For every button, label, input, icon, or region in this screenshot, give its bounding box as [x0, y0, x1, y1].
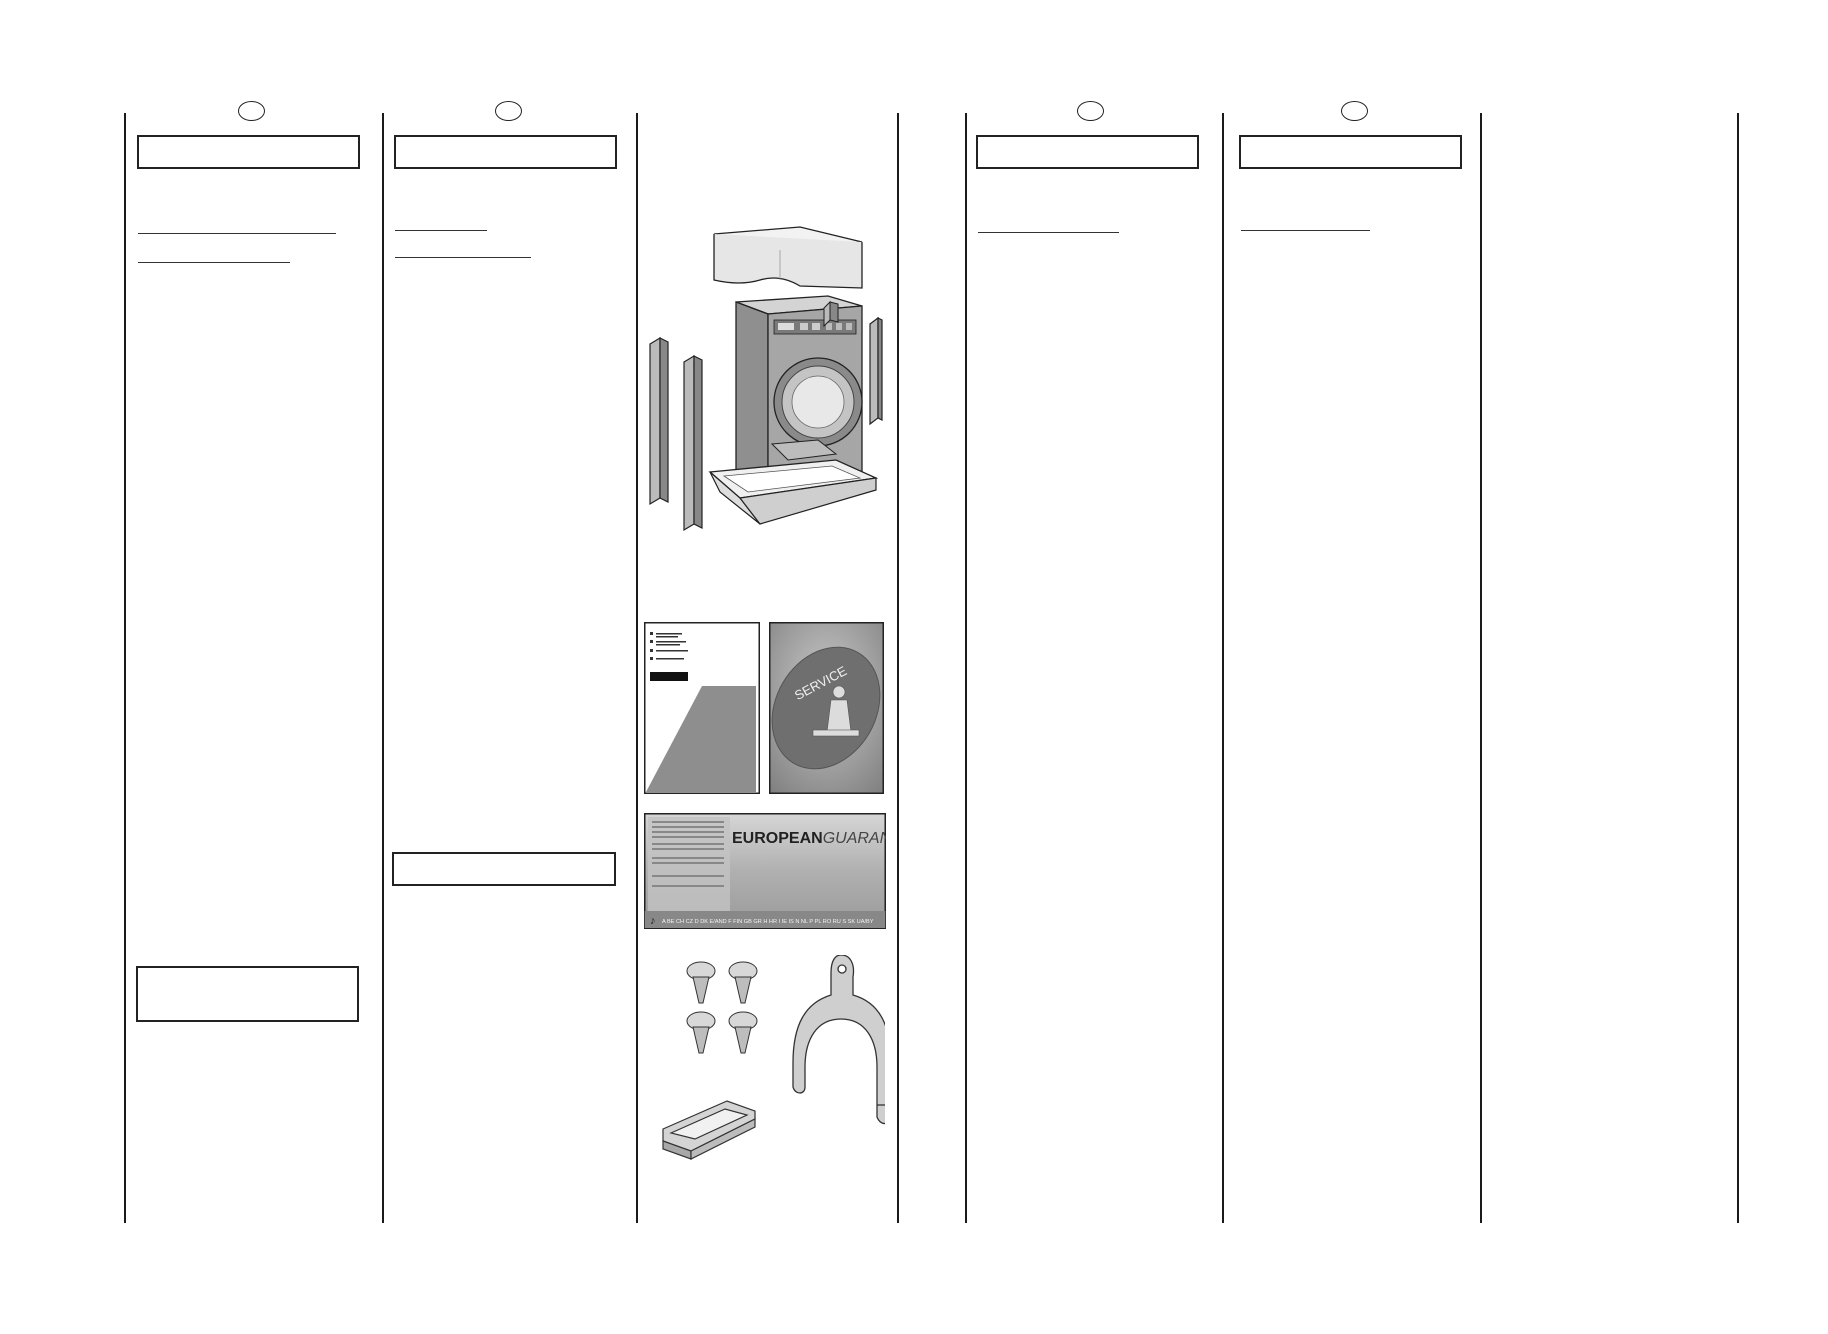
heading-underline-col-2a	[395, 230, 487, 231]
language-marker-col-5	[1341, 101, 1368, 121]
guarantee-brand-light: GUARANTEE	[823, 830, 886, 847]
section-header-box-col-2-lower	[392, 852, 616, 886]
column-divider-7	[1480, 113, 1482, 1223]
language-marker-col-2	[495, 101, 522, 121]
column-divider-1	[124, 113, 126, 1223]
technician-figure-icon	[812, 685, 860, 737]
note-box-col-1	[136, 966, 359, 1022]
language-marker-col-4	[1077, 101, 1104, 121]
hose-bracket-icon	[792, 955, 885, 1125]
accessories-illustration	[662, 955, 885, 1160]
heading-underline-col-1b	[138, 262, 290, 263]
washing-machine-body	[735, 295, 863, 494]
heading-underline-col-5	[1241, 230, 1370, 231]
svg-text:EUROPEANGUARANTEE: EUROPEANGUARANTEE	[732, 830, 886, 847]
section-header-box-col-1	[137, 135, 360, 169]
section-header-box-col-5	[1239, 135, 1462, 169]
heading-underline-col-2b	[395, 257, 531, 258]
detergent-tray-icon	[662, 1100, 756, 1160]
adjustable-feet-icon	[686, 961, 758, 1054]
heading-underline-col-4	[978, 232, 1119, 233]
service-booklet-illustration: SERVICE	[769, 622, 884, 794]
guarantee-country-codes: A BE CH CZ D DK E/AND F FIN GB GR H HR I…	[662, 919, 874, 925]
section-header-box-col-4	[976, 135, 1199, 169]
svg-text:♪: ♪	[650, 915, 656, 927]
section-header-box-col-2	[394, 135, 617, 169]
base-plinth-frame	[708, 459, 879, 525]
european-guarantee-card-illustration: EUROPEANGUARANTEE ♪ A BE CH CZ D DK E/AN…	[644, 813, 886, 929]
column-divider-5	[965, 113, 967, 1223]
column-divider-2	[382, 113, 384, 1223]
instruction-booklet-illustration	[644, 622, 760, 794]
column-divider-3	[636, 113, 638, 1223]
column-divider-6	[1222, 113, 1224, 1223]
column-divider-4	[897, 113, 899, 1223]
washing-machine-installation-illustration	[649, 226, 883, 532]
column-divider-8	[1737, 113, 1739, 1223]
side-trim-strips	[649, 300, 883, 532]
language-marker-col-1	[238, 101, 265, 121]
top-cover-panel	[713, 226, 863, 289]
guarantee-brand-bold: EUROPEAN	[732, 830, 823, 847]
heading-underline-col-1a	[138, 233, 336, 234]
